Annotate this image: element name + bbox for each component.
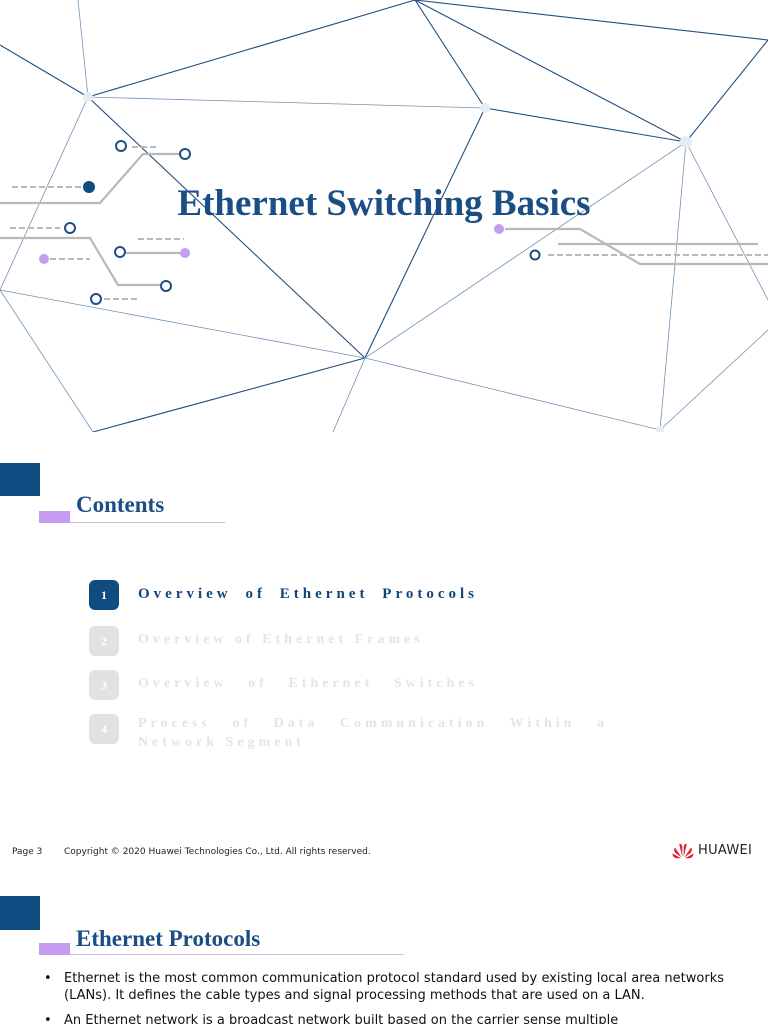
toc-number-3[interactable]: 3	[89, 670, 119, 700]
toc-item-3[interactable]: Overview of Ethernet Switches	[138, 676, 478, 691]
bullet-text: Ethernet is the most common communicatio…	[64, 971, 724, 1003]
contents-heading: Contents	[76, 492, 165, 517]
toc-item-4[interactable]: Process of Data Communication Within a N…	[138, 716, 608, 750]
purple-accent-bar	[39, 511, 70, 523]
bullet-dot-icon: •	[44, 971, 52, 986]
bullet-dot-icon: •	[44, 1013, 52, 1024]
copyright-text: Copyright © 2020 Huawei Technologies Co.…	[64, 847, 371, 857]
huawei-logo-text: HUAWEI	[698, 842, 753, 858]
network-background-graphic	[0, 0, 768, 432]
list-item: • Ethernet is the most common communicat…	[44, 970, 724, 1004]
presentation-title: Ethernet Switching Basics	[177, 183, 591, 224]
protocol-bullet-list: • Ethernet is the most common communicat…	[44, 970, 724, 1024]
toc-item-2[interactable]: Overview of Ethernet Frames	[138, 632, 424, 647]
title-slide: Ethernet Switching Basics	[0, 0, 768, 432]
huawei-logo: HUAWEI	[672, 841, 752, 859]
bullet-text: An Ethernet network is a broadcast netwo…	[64, 1013, 619, 1024]
brand-square-decor	[0, 896, 40, 930]
heading-underline	[70, 522, 225, 523]
protocols-heading: Ethernet Protocols	[76, 926, 261, 951]
toc-number-4[interactable]: 4	[89, 714, 119, 744]
list-item: • An Ethernet network is a broadcast net…	[44, 1012, 724, 1024]
protocols-slide: Ethernet Protocols • Ethernet is the mos…	[0, 878, 768, 1024]
toc-number-2[interactable]: 2	[89, 626, 119, 656]
toc-number-1[interactable]: 1	[89, 580, 119, 610]
page-number: Page 3	[12, 847, 43, 857]
purple-accent-bar	[39, 943, 70, 955]
toc-item-1[interactable]: Overview of Ethernet Protocols	[138, 586, 478, 602]
heading-underline	[70, 954, 404, 955]
brand-square-decor	[0, 463, 40, 496]
huawei-flower-icon	[672, 843, 694, 859]
contents-slide: Contents 1 Overview of Ethernet Protocol…	[0, 432, 768, 878]
